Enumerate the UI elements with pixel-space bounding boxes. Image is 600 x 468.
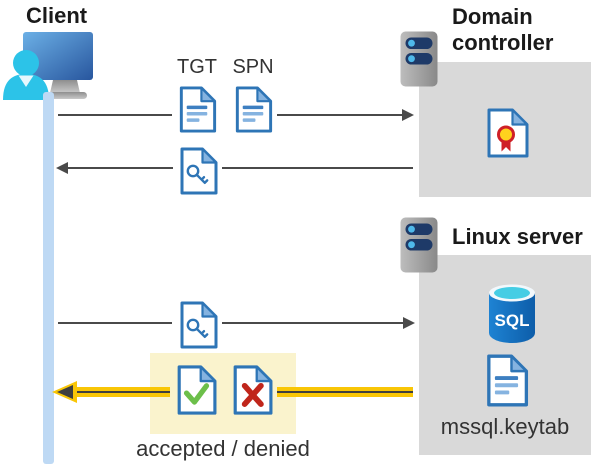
- accepted-document-icon: [177, 365, 217, 415]
- tgt-document-icon: [179, 86, 217, 133]
- arrow3-head-right-icon: [403, 317, 415, 329]
- person-at-computer-icon: [3, 32, 93, 100]
- cross-icon: [241, 382, 264, 408]
- person-head: [13, 50, 39, 76]
- check-icon: [183, 383, 210, 405]
- linux-server-title: Linux server: [452, 224, 583, 249]
- arrow1-line-right: [277, 114, 403, 116]
- result-label: accepted / denied: [136, 436, 310, 461]
- arrow2-line-right: [222, 167, 413, 169]
- sql-database-icon: SQL: [489, 284, 535, 343]
- session-key-document-icon: [180, 147, 218, 195]
- domain-controller-title: Domain controller: [452, 4, 554, 55]
- result-arrow-core-right: [277, 390, 413, 394]
- arrow1-head-right-icon: [402, 109, 414, 121]
- client-title: Client: [26, 3, 88, 28]
- result-arrow-head-left-icon: [52, 381, 77, 403]
- denied-document-icon: [233, 365, 273, 415]
- ticket-key-document-icon: [180, 301, 218, 349]
- linux-server-server-icon: [400, 217, 438, 273]
- arrow2-line-left: [68, 167, 173, 169]
- monitor-stand: [50, 80, 80, 93]
- client-lifeline: [43, 92, 54, 464]
- arrow3-line-left: [58, 322, 172, 324]
- certificate-seal: [497, 125, 515, 144]
- result-highlight-box: [150, 353, 296, 434]
- certificate-document-icon: [487, 108, 529, 158]
- arrow3-line-right: [222, 322, 404, 324]
- monitor-base: [45, 92, 87, 99]
- keytab-label: mssql.keytab: [440, 414, 570, 439]
- person-collar: [18, 75, 34, 87]
- arrow1-line-left: [58, 114, 172, 116]
- spn-document-icon: [235, 86, 273, 133]
- keytab-document-icon: [487, 354, 529, 407]
- sql-badge-text: SQL: [495, 311, 530, 330]
- arrow2-head-left-icon: [56, 162, 68, 174]
- tgt-label: TGT: [177, 56, 217, 78]
- domain-controller-server-icon: [400, 31, 438, 87]
- result-arrow-shaft-right: [277, 387, 413, 397]
- result-arrow-shaft-left: [70, 387, 170, 397]
- result-arrow-core-left: [70, 390, 170, 394]
- spn-label: SPN: [232, 56, 274, 78]
- monitor-screen: [23, 32, 93, 80]
